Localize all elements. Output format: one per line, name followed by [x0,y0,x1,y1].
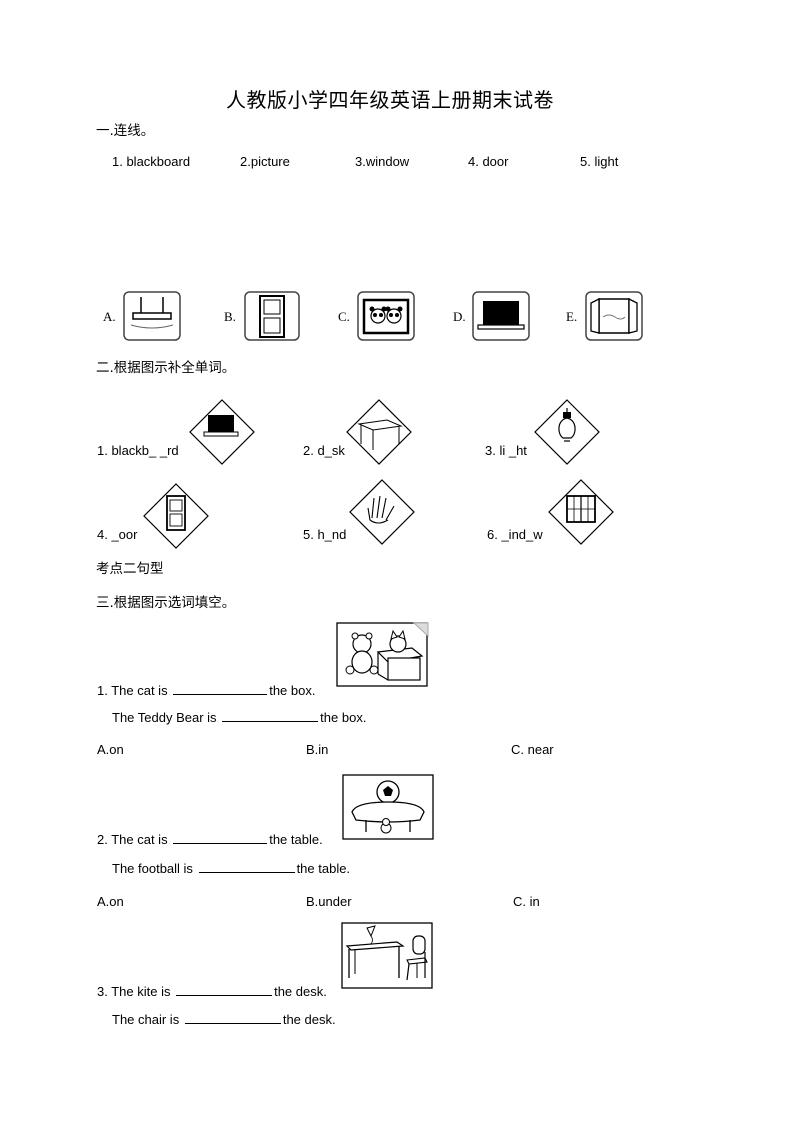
q3-line2: The chair is the desk. [112,1011,336,1027]
door-icon [244,291,300,341]
football-table-picture [342,774,434,840]
q3-blank-2[interactable] [184,1011,281,1024]
q2-line1: 2. The cat is the table. [97,831,323,847]
ceiling-light-icon [123,291,181,341]
section3-heading: 三.根据图示选词填空。 [96,595,236,611]
section1-heading: 一.连线。 [96,123,155,139]
blackboard-icon [189,399,255,465]
q3-line1-pre: 3. The kite is [97,984,171,999]
q3-line1: 3. The kite is the desk. [97,983,327,999]
q2-option-a: A.on [97,894,124,909]
window-icon [548,479,614,545]
q1-line2-post: the box. [320,710,367,725]
fill-word-4: 4. _oor [97,527,138,542]
q1-line2: The Teddy Bear is the box. [112,709,366,725]
picture-letter-b: B. [224,309,236,324]
fill-word-3: 3. li _ht [485,443,527,458]
hand-icon [349,479,415,545]
q1-option-c: C. near [511,742,554,757]
desk-icon [346,399,412,465]
q2-blank-2[interactable] [198,860,295,873]
subheading: 考点二句型 [96,561,164,577]
q2-line2-pre: The football is [112,861,193,876]
blackboard-icon [472,291,530,341]
q1-option-a: A.on [97,742,124,757]
q3-line2-pre: The chair is [112,1012,180,1027]
fill-word-2: 2. d_sk [303,443,345,458]
picture-letter-a: A. [103,309,116,324]
q1-line1: 1. The cat is the box. [97,682,315,698]
teddy-cat-box-picture [336,622,429,687]
picture-letter-c: C. [338,309,350,324]
page-title: 人教版小学四年级英语上册期末试卷 [226,88,554,112]
q2-blank-1[interactable] [173,831,268,844]
match-word-1: 1. blackboard [112,154,191,169]
match-word-5: 5. light [580,154,619,169]
q2-line2-post: the table. [296,861,351,876]
desk-chair-kite-picture [341,922,433,989]
q1-line2-pre: The Teddy Bear is [112,710,217,725]
q1-blank-1[interactable] [173,682,268,695]
light-bulb-icon [534,399,600,465]
q2-option-b: B.under [306,894,352,909]
q2-option-c: C. in [513,894,540,909]
q1-blank-2[interactable] [222,709,319,722]
section2-heading: 二.根据图示补全单词。 [96,360,236,376]
picture-letter-e: E. [566,309,578,324]
door-icon [143,483,209,549]
fill-word-6: 6. _ind_w [487,527,543,542]
q3-line1-post: the desk. [274,984,327,999]
window-icon [585,291,643,341]
panda-picture-icon [357,291,415,341]
fill-word-5: 5. h_nd [303,527,347,542]
q2-line1-pre: 2. The cat is [97,832,168,847]
match-word-4: 4. door [468,154,509,169]
match-word-2: 2.picture [240,154,290,169]
match-word-3: 3.window [355,154,410,169]
q3-blank-1[interactable] [176,983,273,996]
q1-option-b: B.in [306,742,329,757]
q2-line1-post: the table. [269,832,323,847]
fill-word-1: 1. blackb_ _rd [97,443,179,458]
q1-line1-post: the box. [269,683,316,698]
picture-letter-d: D. [453,309,466,324]
q1-line1-pre: 1. The cat is [97,683,168,698]
q2-line2: The football is the table. [112,860,350,876]
q3-line2-post: the desk. [282,1012,336,1027]
